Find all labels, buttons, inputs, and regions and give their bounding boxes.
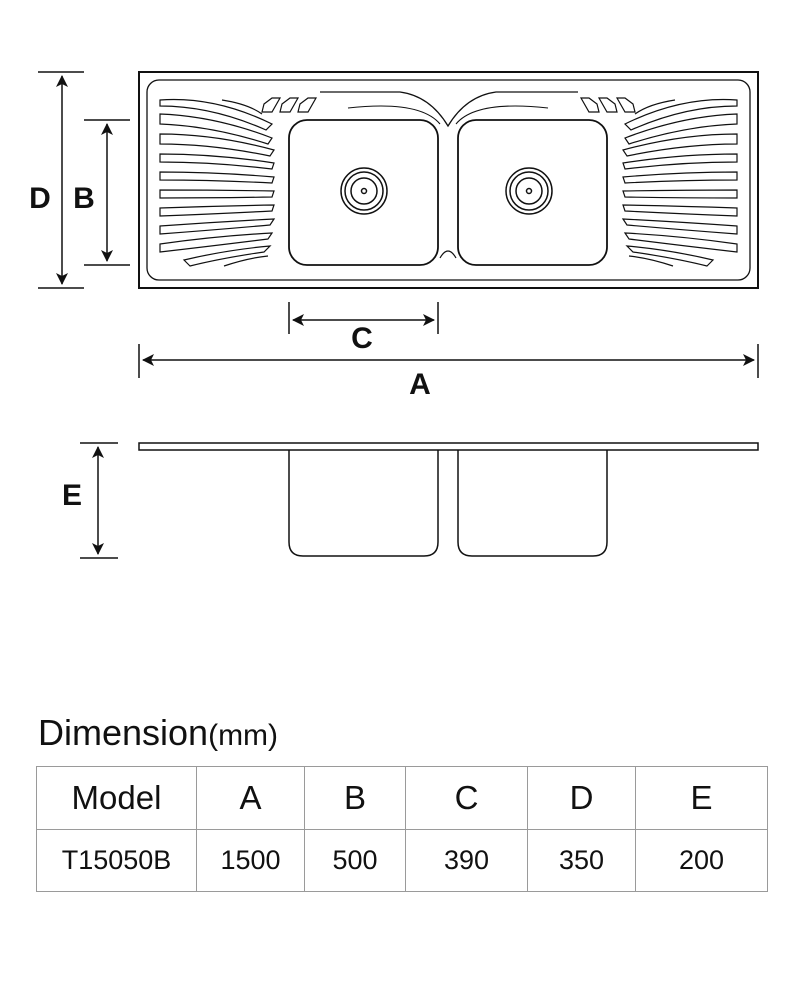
cell-a: 1500: [196, 829, 305, 892]
right-drain: [505, 167, 553, 215]
table-title-text: Dimension: [38, 712, 209, 753]
dimension-table: Model A B C D E T15050B 1500 500 390 350…: [36, 766, 768, 892]
dimension-d: [38, 71, 84, 289]
cell-b: 500: [304, 829, 406, 892]
dimension-table-title: Dimension(mm): [38, 712, 278, 754]
header-model: Model: [36, 766, 197, 830]
dimension-label-b: B: [73, 182, 95, 215]
right-drainboard-grooves: [579, 97, 738, 267]
side-view-right-bowl: [457, 450, 608, 557]
dimension-a: [138, 344, 759, 378]
sink-outer-outline: [138, 71, 759, 289]
left-drain: [340, 167, 388, 215]
left-bowl: [288, 119, 439, 266]
dimension-e: [80, 442, 118, 559]
cell-model: T15050B: [36, 829, 197, 892]
left-drainboard-grooves: [159, 97, 318, 267]
dimension-label-d: D: [29, 182, 51, 215]
dimension-label-c: C: [351, 322, 373, 355]
header-c: C: [405, 766, 528, 830]
table-title-unit: (mm): [208, 719, 279, 752]
bowl-divider-ridge: [320, 91, 578, 128]
dimension-c: [288, 302, 439, 334]
table-header-row: Model A B C D E: [36, 766, 768, 830]
header-a: A: [196, 766, 305, 830]
table-row: T15050B 1500 500 390 350 200: [36, 829, 768, 892]
dimension-label-e: E: [62, 479, 82, 512]
side-view-left-bowl: [288, 450, 439, 557]
dimension-b: [84, 119, 130, 266]
sink-side-view: [138, 442, 759, 557]
header-e: E: [635, 766, 768, 830]
right-bowl: [457, 119, 608, 266]
cell-e: 200: [635, 829, 768, 892]
side-view-deck: [138, 442, 759, 451]
sink-inner-rim: [146, 79, 751, 281]
cell-c: 390: [405, 829, 528, 892]
sink-technical-drawing: D B C A E: [29, 71, 759, 559]
dimension-label-a: A: [409, 368, 431, 401]
cell-d: 350: [527, 829, 636, 892]
header-d: D: [527, 766, 636, 830]
header-b: B: [304, 766, 406, 830]
sink-top-view: [138, 71, 759, 289]
